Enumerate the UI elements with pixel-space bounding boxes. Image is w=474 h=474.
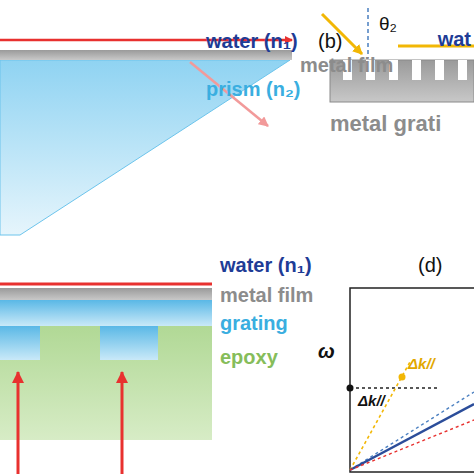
angle-symbol: θ₂ [379, 14, 397, 35]
grating-label: metal grati [330, 112, 441, 136]
layer-label: metal film [220, 284, 313, 306]
wavevector-label: Δk// [358, 393, 385, 410]
prism-label: prism (n₂) [206, 78, 300, 100]
medium-label: water (n₁) [220, 254, 312, 276]
layer-label: epoxy [220, 346, 278, 368]
panel-letter: (b) [318, 30, 342, 52]
wavevector-label: Δk// [408, 356, 435, 373]
panel-letter: (d) [418, 254, 442, 276]
medium-label: water (n₁) [206, 30, 298, 52]
layer-label: metal film [300, 54, 393, 76]
layer-label: grating [220, 312, 288, 334]
medium-label: wat [438, 28, 471, 50]
axis-symbol: ω [318, 340, 335, 362]
